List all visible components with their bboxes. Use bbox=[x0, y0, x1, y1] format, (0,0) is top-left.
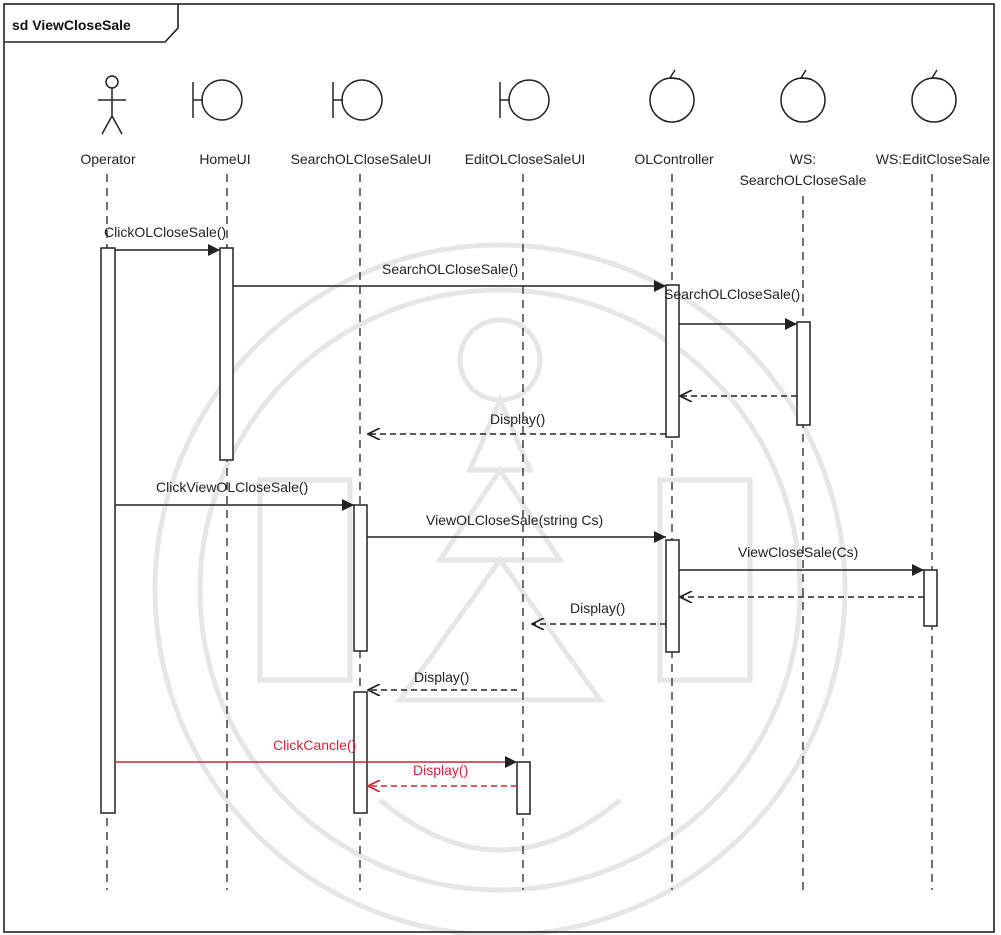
message-label-12: ClickCancle() bbox=[273, 737, 356, 753]
lifeline-name-editui: EditOLCloseSaleUI bbox=[465, 151, 586, 167]
activation-homeui bbox=[219, 247, 234, 461]
activation-controller-2 bbox=[665, 539, 680, 653]
message-label-5: Display() bbox=[490, 411, 545, 427]
activation-operator bbox=[100, 247, 116, 814]
activation-editui bbox=[516, 761, 531, 815]
activation-wsedit bbox=[923, 569, 938, 627]
message-label-8: ViewCloseSale(Cs) bbox=[738, 544, 858, 560]
lifeline-name-wssearch-line1: WS: bbox=[790, 151, 816, 167]
frame-title-tab bbox=[4, 4, 179, 43]
editui-boundary-icon bbox=[499, 79, 550, 121]
lifeline-name-operator: Operator bbox=[80, 151, 136, 167]
message-label-2: SearchOLCloseSale() bbox=[382, 261, 518, 277]
lifeline-name-homeui: HomeUI bbox=[199, 151, 250, 167]
wssearch-control-icon bbox=[780, 69, 826, 123]
message-label-3: SearchOLCloseSale() bbox=[664, 286, 800, 302]
watermark-seal bbox=[152, 242, 848, 935]
lifeline-name-wssearch-line2: SearchOLCloseSale bbox=[740, 172, 867, 188]
lifeline-name-controller: OLController bbox=[634, 151, 714, 167]
message-label-1: ClickOLCloseSale() bbox=[104, 224, 226, 240]
lifeline-name-searchui: SearchOLCloseSaleUI bbox=[291, 151, 432, 167]
activation-searchui-1 bbox=[353, 504, 368, 652]
homeui-boundary-icon bbox=[192, 79, 243, 121]
searchui-boundary-icon bbox=[332, 79, 383, 121]
operator-actor-icon bbox=[98, 75, 126, 135]
controller-control-icon bbox=[649, 69, 695, 123]
message-label-6: ClickViewOLCloseSale() bbox=[156, 479, 308, 495]
message-label-13: Display() bbox=[413, 762, 468, 778]
message-label-10: Display() bbox=[570, 600, 625, 616]
message-label-11: Display() bbox=[414, 669, 469, 685]
activation-wssearch bbox=[796, 321, 811, 426]
activation-searchui-2 bbox=[353, 691, 368, 814]
wsedit-control-icon bbox=[911, 69, 957, 123]
activation-controller-1 bbox=[665, 284, 680, 438]
diagram-frame bbox=[3, 3, 995, 933]
lifeline-name-wsedit: WS:EditCloseSale bbox=[876, 151, 991, 167]
frame-title: sd ViewCloseSale bbox=[12, 17, 131, 33]
message-label-7: ViewOLCloseSale(string Cs) bbox=[426, 512, 603, 528]
